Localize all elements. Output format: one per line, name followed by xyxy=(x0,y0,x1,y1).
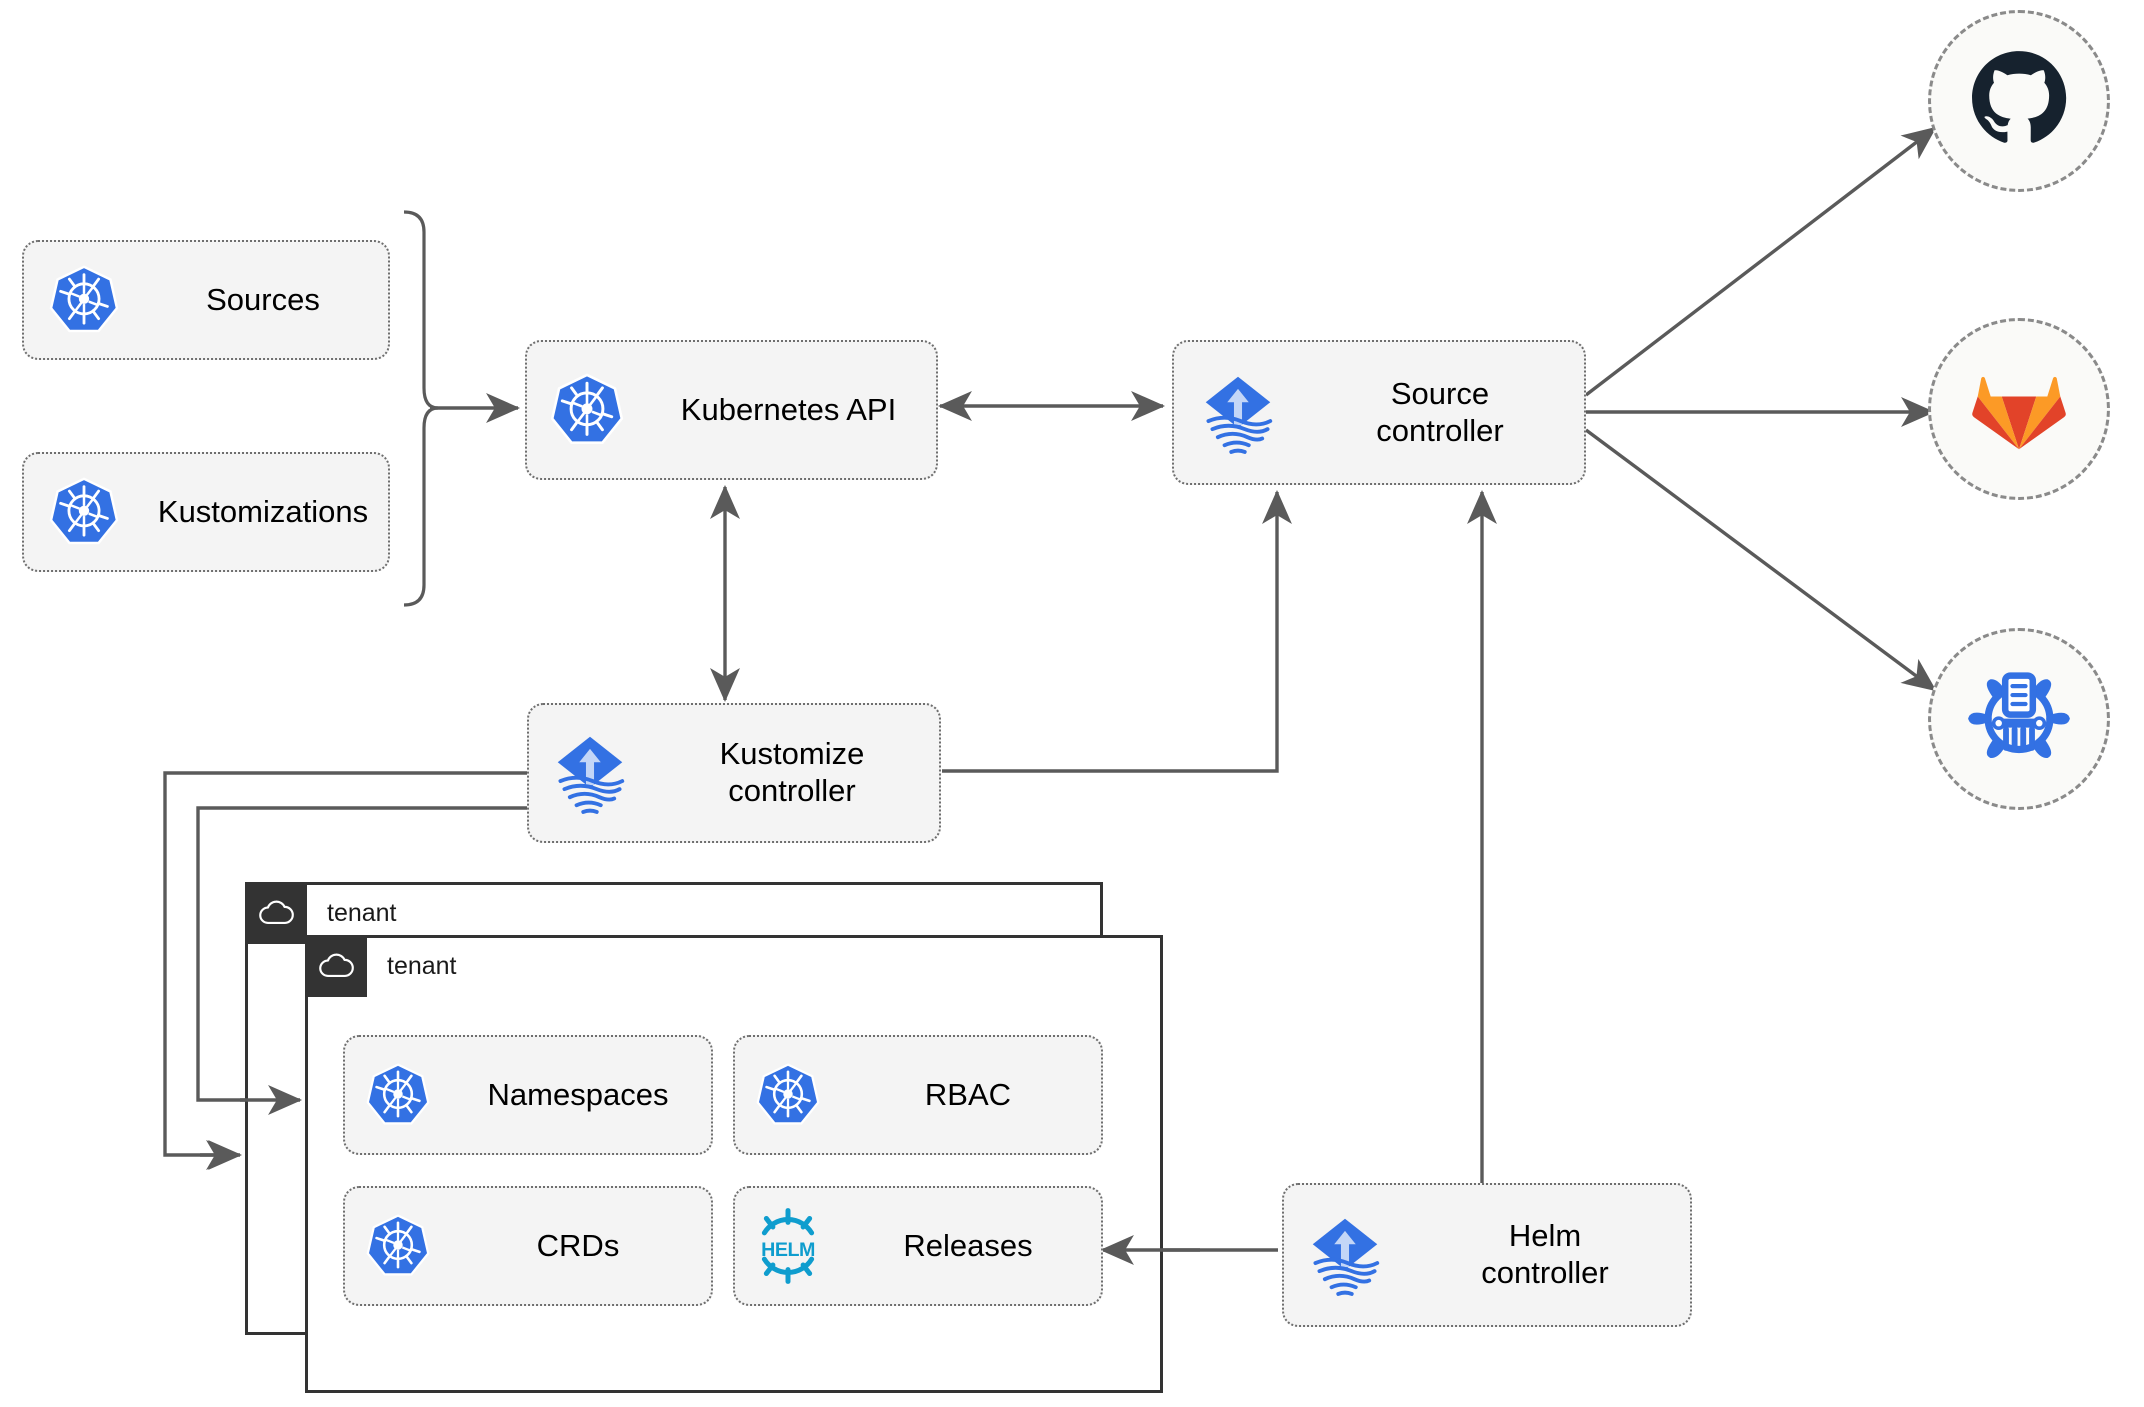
flux-icon xyxy=(1284,1212,1406,1298)
node-sources[interactable]: Sources xyxy=(22,240,390,360)
node-label: Namespaces xyxy=(487,1076,669,1112)
github-icon xyxy=(1969,49,2069,154)
node-source-controller[interactable]: Source controller xyxy=(1172,340,1586,485)
node-label: CRDs xyxy=(536,1227,620,1263)
kubernetes-icon xyxy=(345,1213,451,1279)
helm-repository-icon xyxy=(1967,665,2071,774)
tenant-label: tenant xyxy=(387,951,457,980)
node-label: Kustomizations xyxy=(157,493,369,529)
node-label: Helm controller xyxy=(1481,1218,1609,1290)
endpoint-helm-repository[interactable] xyxy=(1928,628,2110,810)
kubernetes-icon xyxy=(527,372,647,448)
node-label: RBAC xyxy=(924,1076,1012,1112)
node-crds[interactable]: CRDs xyxy=(343,1186,713,1306)
flux-icon xyxy=(529,730,651,816)
node-rbac[interactable]: RBAC xyxy=(733,1035,1103,1155)
node-label: Source controller xyxy=(1376,375,1504,448)
kubernetes-icon xyxy=(24,264,144,336)
helm-icon: HELM xyxy=(735,1204,841,1288)
cloud-icon xyxy=(245,882,307,944)
node-kubernetes-api[interactable]: Kubernetes API xyxy=(525,340,938,480)
kubernetes-icon xyxy=(24,476,144,548)
node-label: Sources xyxy=(206,281,320,317)
tenant-label: tenant xyxy=(327,898,397,927)
endpoint-gitlab[interactable] xyxy=(1928,318,2110,500)
node-helm-controller[interactable]: Helm controller xyxy=(1282,1183,1692,1327)
endpoint-github[interactable] xyxy=(1928,10,2110,192)
cloud-icon xyxy=(305,935,367,997)
tenant-tab: tenant xyxy=(305,935,457,997)
kubernetes-icon xyxy=(735,1062,841,1128)
kubernetes-icon xyxy=(345,1062,451,1128)
node-kustomizations[interactable]: Kustomizations xyxy=(22,452,390,572)
node-label: Kustomize controller xyxy=(719,736,865,808)
tenant-box-front[interactable]: tenant xyxy=(305,935,1163,1393)
svg-text:HELM: HELM xyxy=(761,1239,815,1261)
node-namespaces[interactable]: Namespaces xyxy=(343,1035,713,1155)
flux-icon xyxy=(1174,370,1302,456)
node-kustomize-controller[interactable]: Kustomize controller xyxy=(527,703,941,843)
node-label: Releases xyxy=(903,1227,1033,1263)
gitlab-icon xyxy=(1971,359,2067,460)
node-label: Kubernetes API xyxy=(680,391,897,427)
node-releases[interactable]: HELM Releases xyxy=(733,1186,1103,1306)
